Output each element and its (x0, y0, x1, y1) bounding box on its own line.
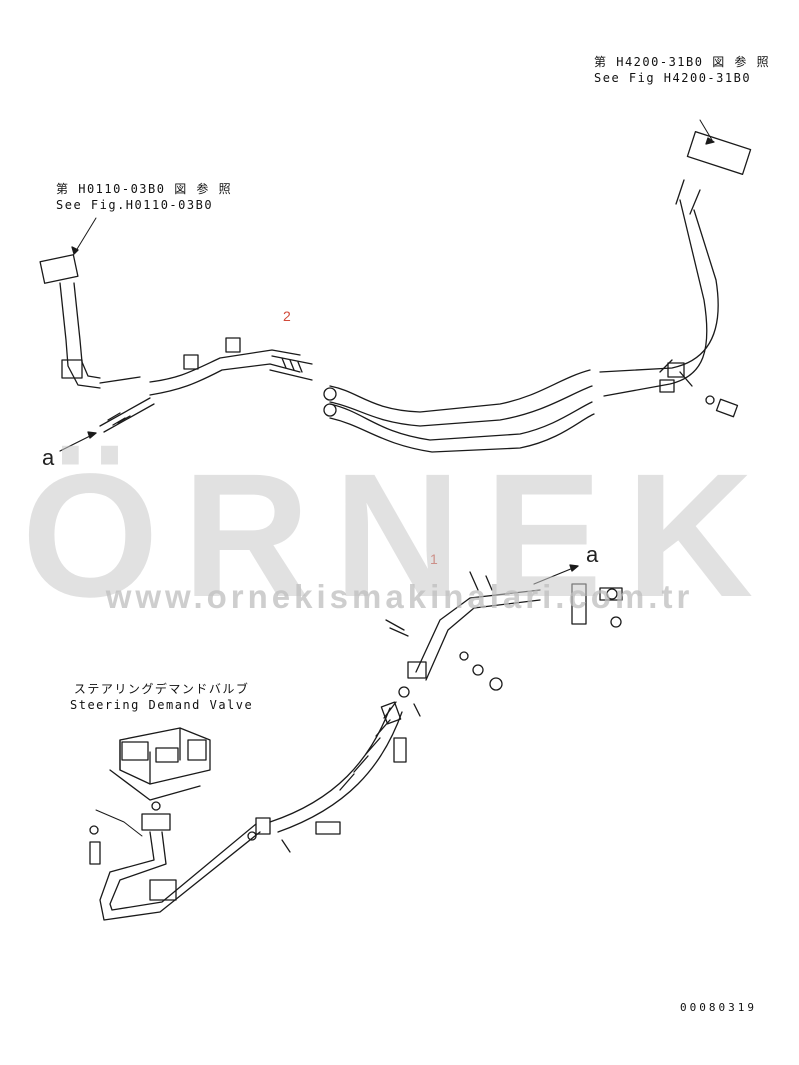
steel-tubes (323, 369, 595, 453)
ref-left-en: See Fig.H0110-03B0 (56, 198, 214, 212)
arrow-letter-right: a (586, 542, 599, 567)
valve-label-jp: ステアリングデマンドバルブ (73, 682, 250, 696)
upper-left-pipe (39, 254, 141, 389)
arrow-a-left-head (87, 431, 97, 439)
ref-label-top-right: 第 H4200-31B0 図 参 照 See Fig H4200-31B0 (594, 54, 770, 86)
steering-demand-valve (109, 727, 211, 831)
watermark-brand: ÖRNEK (21, 438, 778, 634)
arrow-letter-left: a (42, 445, 55, 470)
ref-pointer-left (73, 217, 97, 255)
ref-top-jp: 第 H4200-31B0 図 参 照 (594, 55, 771, 69)
watermark-url: www.ornekismakinalari.com.tr (105, 578, 694, 615)
lower-tube-part1 (385, 571, 623, 691)
ref-arrowhead-left (71, 246, 79, 255)
drawing-code: 00080319 (680, 1001, 757, 1014)
callout-part-1: 1 (430, 551, 438, 567)
valve-label-en: Steering Demand Valve (70, 698, 254, 712)
lower-u-tube (89, 809, 261, 921)
ref-left-jp: 第 H0110-03B0 図 参 照 (56, 182, 233, 196)
ref-top-en: See Fig H4200-31B0 (594, 71, 752, 85)
lower-hose (247, 686, 421, 853)
valve-label: ステアリングデマンドバルブ Steering Demand Valve (70, 681, 253, 713)
upper-hoses (99, 337, 313, 433)
ref-label-top-left: 第 H0110-03B0 図 参 照 See Fig.H0110-03B0 (56, 181, 232, 213)
right-hoses (599, 119, 752, 418)
arrow-a-right-head (569, 564, 579, 572)
callout-part-2: 2 (283, 308, 291, 324)
